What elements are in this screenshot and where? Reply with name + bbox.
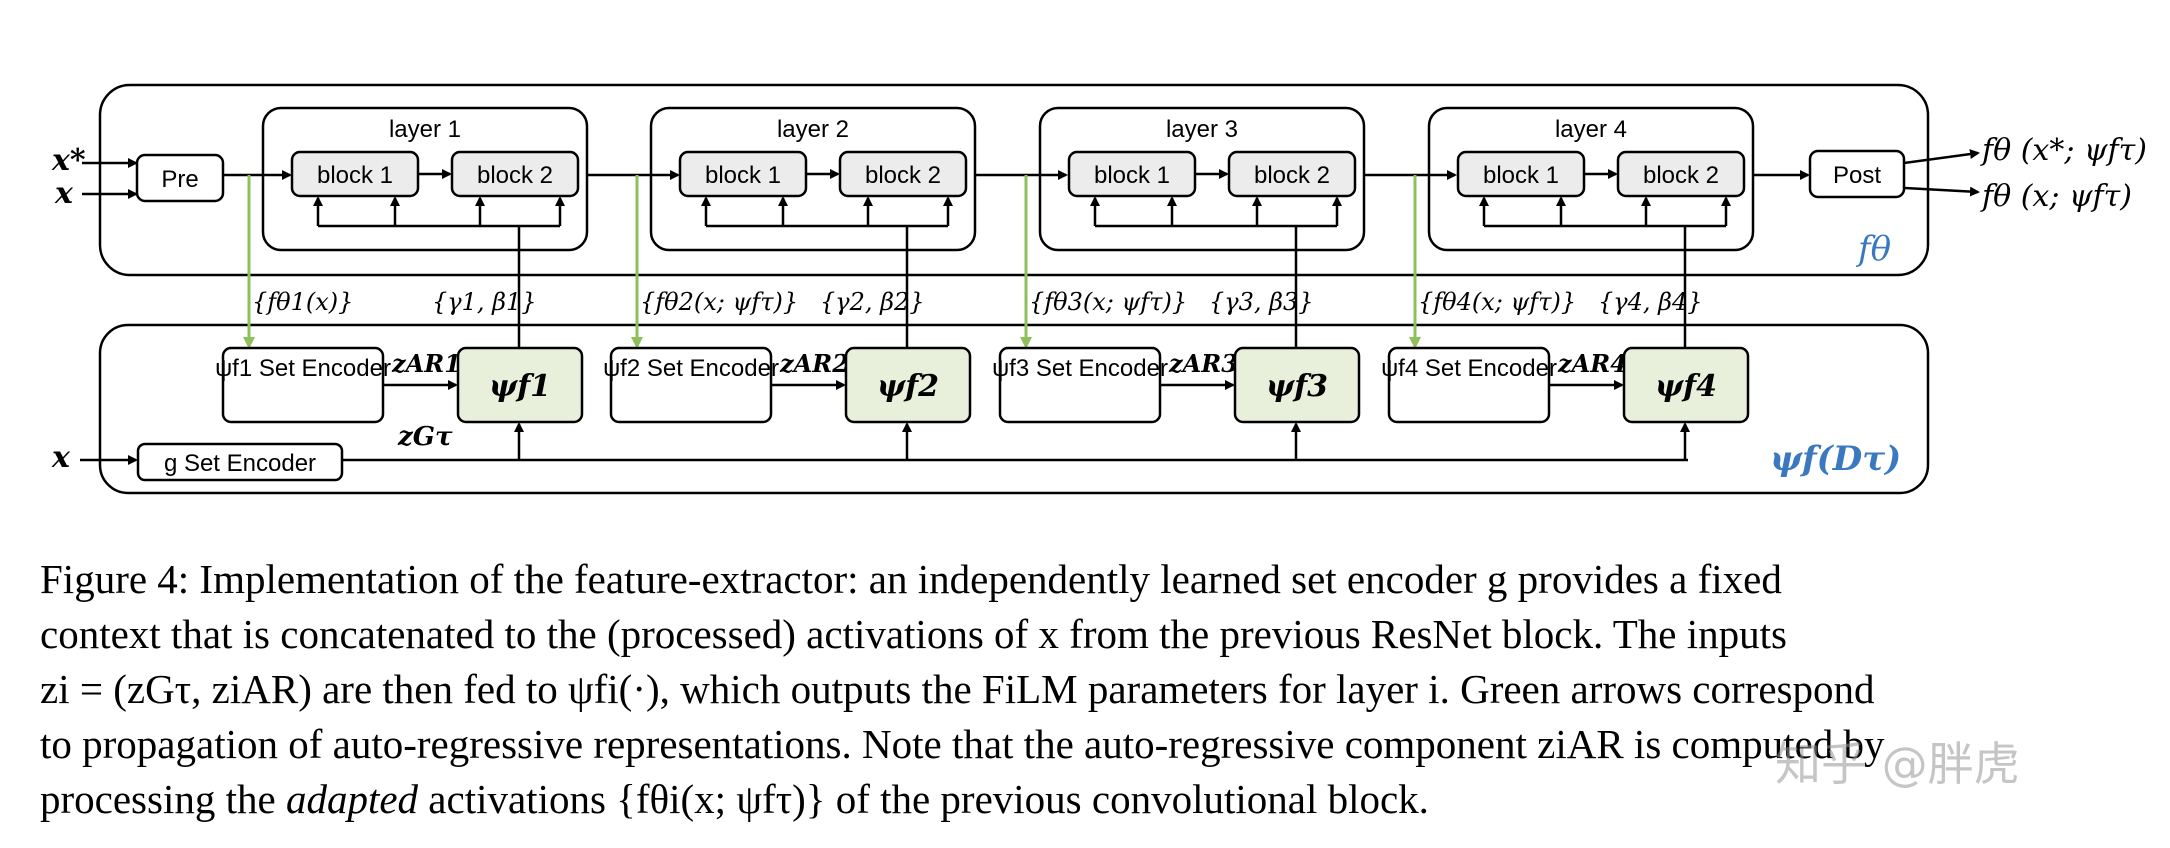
block2-label: block 2: [1643, 162, 1719, 189]
input-x-bottom: x: [51, 440, 71, 475]
g-set-encoder-label: g Set Encoder: [164, 450, 316, 477]
input-x-star: x*: [51, 143, 86, 178]
z-ar-label: zAR3: [1168, 349, 1238, 378]
film-params-label: {γ4, β4}: [1598, 288, 1703, 316]
block1-label: block 1: [1483, 162, 1559, 189]
block1-label: block 1: [705, 162, 781, 189]
caption-line-4: to propagation of auto-regressive repres…: [40, 721, 1885, 767]
caption-adapted-word: adapted: [285, 776, 419, 822]
layer-group-2: layer 2 block 1 block 2 {fθ2(x; ψfτ)} {γ…: [603, 106, 977, 460]
set-encoder-label: ψf2 Set Encoder: [603, 355, 779, 382]
layer-title: layer 3: [1166, 116, 1238, 143]
layer-title: layer 2: [777, 116, 849, 143]
layer-group-1: layer 1 block 1 block 2 {fθ1(x)} {γ1, β1…: [215, 106, 589, 460]
layer-title: layer 4: [1555, 116, 1627, 143]
output-x-star: fθ (x*; ψfτ): [1980, 133, 2147, 168]
block2-box: [1616, 150, 1746, 198]
post-box: [1808, 149, 1906, 199]
caption-line-5: processing the adapted activations {fθi(…: [40, 772, 2150, 827]
layer-box: [649, 106, 977, 252]
layer-group-4: layer 4 block 1 block 2 {fθ4(x; ψfτ)} {γ…: [1381, 106, 1755, 460]
block2-label: block 2: [1254, 162, 1330, 189]
block2-box: [450, 150, 580, 198]
z-g-label: zGτ: [397, 422, 453, 452]
psi-label: ψf3: [1266, 369, 1328, 404]
psi-f-label: ψf(Dτ): [1770, 439, 1901, 479]
film-params-label: {γ1, β1}: [432, 288, 537, 316]
g-set-encoder-box: [136, 442, 344, 482]
set-encoder-label: ψf3 Set Encoder: [992, 355, 1168, 382]
watermark: 知乎 @胖虎: [1775, 737, 2020, 791]
layer-title: layer 1: [389, 116, 461, 143]
caption-line-5a: processing the: [40, 776, 276, 822]
figure-caption: Figure 4: Implementation of the feature-…: [40, 552, 2150, 827]
block2-box: [1227, 150, 1357, 198]
z-ar-label: zAR1: [391, 349, 461, 378]
z-ar-label: zAR2: [779, 349, 849, 378]
layer-group-3: layer 3 block 1 block 2 {fθ3(x; ψfτ)} {γ…: [992, 106, 1366, 460]
caption-line-1: Figure 4: Implementation of the feature-…: [40, 556, 1782, 602]
film-params-label: {γ2, β2}: [820, 288, 925, 316]
block2-label: block 2: [477, 162, 553, 189]
set-encoder-label: ψf1 Set Encoder: [215, 355, 391, 382]
layer-box: [1038, 106, 1366, 252]
layer-box: [261, 106, 589, 252]
input-x: x: [54, 176, 74, 211]
caption-line-2: context that is concatenated to the (pro…: [40, 611, 1787, 657]
block2-label: block 2: [865, 162, 941, 189]
pre-box: [135, 153, 225, 203]
block1-label: block 1: [317, 162, 393, 189]
caption-line-3: zi = (zGτ, ziAR) are then fed to ψfi(·),…: [40, 666, 1875, 712]
f-theta-label: fθ: [1855, 229, 1891, 269]
set-encoder-label: ψf4 Set Encoder: [1381, 355, 1557, 382]
feature-label: {fθ3(x; ψfτ)}: [1029, 288, 1187, 316]
pre-label: Pre: [161, 166, 198, 193]
layer-box: [1427, 106, 1755, 252]
film-params-label: {γ3, β3}: [1209, 288, 1314, 316]
block1-label: block 1: [1094, 162, 1170, 189]
feature-label: {fθ1(x)}: [252, 288, 353, 316]
feature-label: {fθ2(x; ψfτ)}: [640, 288, 798, 316]
output-x: fθ (x; ψfτ): [1980, 179, 2132, 214]
z-ar-label: zAR4: [1557, 349, 1627, 378]
psi-container: [98, 323, 1930, 495]
psi-label: ψf2: [877, 369, 939, 404]
feature-extractor-diagram: x* x Pre Post fθ (x*; ψfτ) fθ (x; ψfτ) f…: [51, 83, 2147, 495]
block2-box: [838, 150, 968, 198]
psi-label: ψf1: [489, 369, 551, 404]
psi-label: ψf4: [1655, 369, 1717, 404]
f-theta-container: [98, 83, 1930, 277]
caption-line-5c: activations {fθi(x; ψfτ)} of the previou…: [428, 776, 1429, 822]
feature-label: {fθ4(x; ψfτ)}: [1418, 288, 1576, 316]
post-label: Post: [1833, 162, 1881, 189]
